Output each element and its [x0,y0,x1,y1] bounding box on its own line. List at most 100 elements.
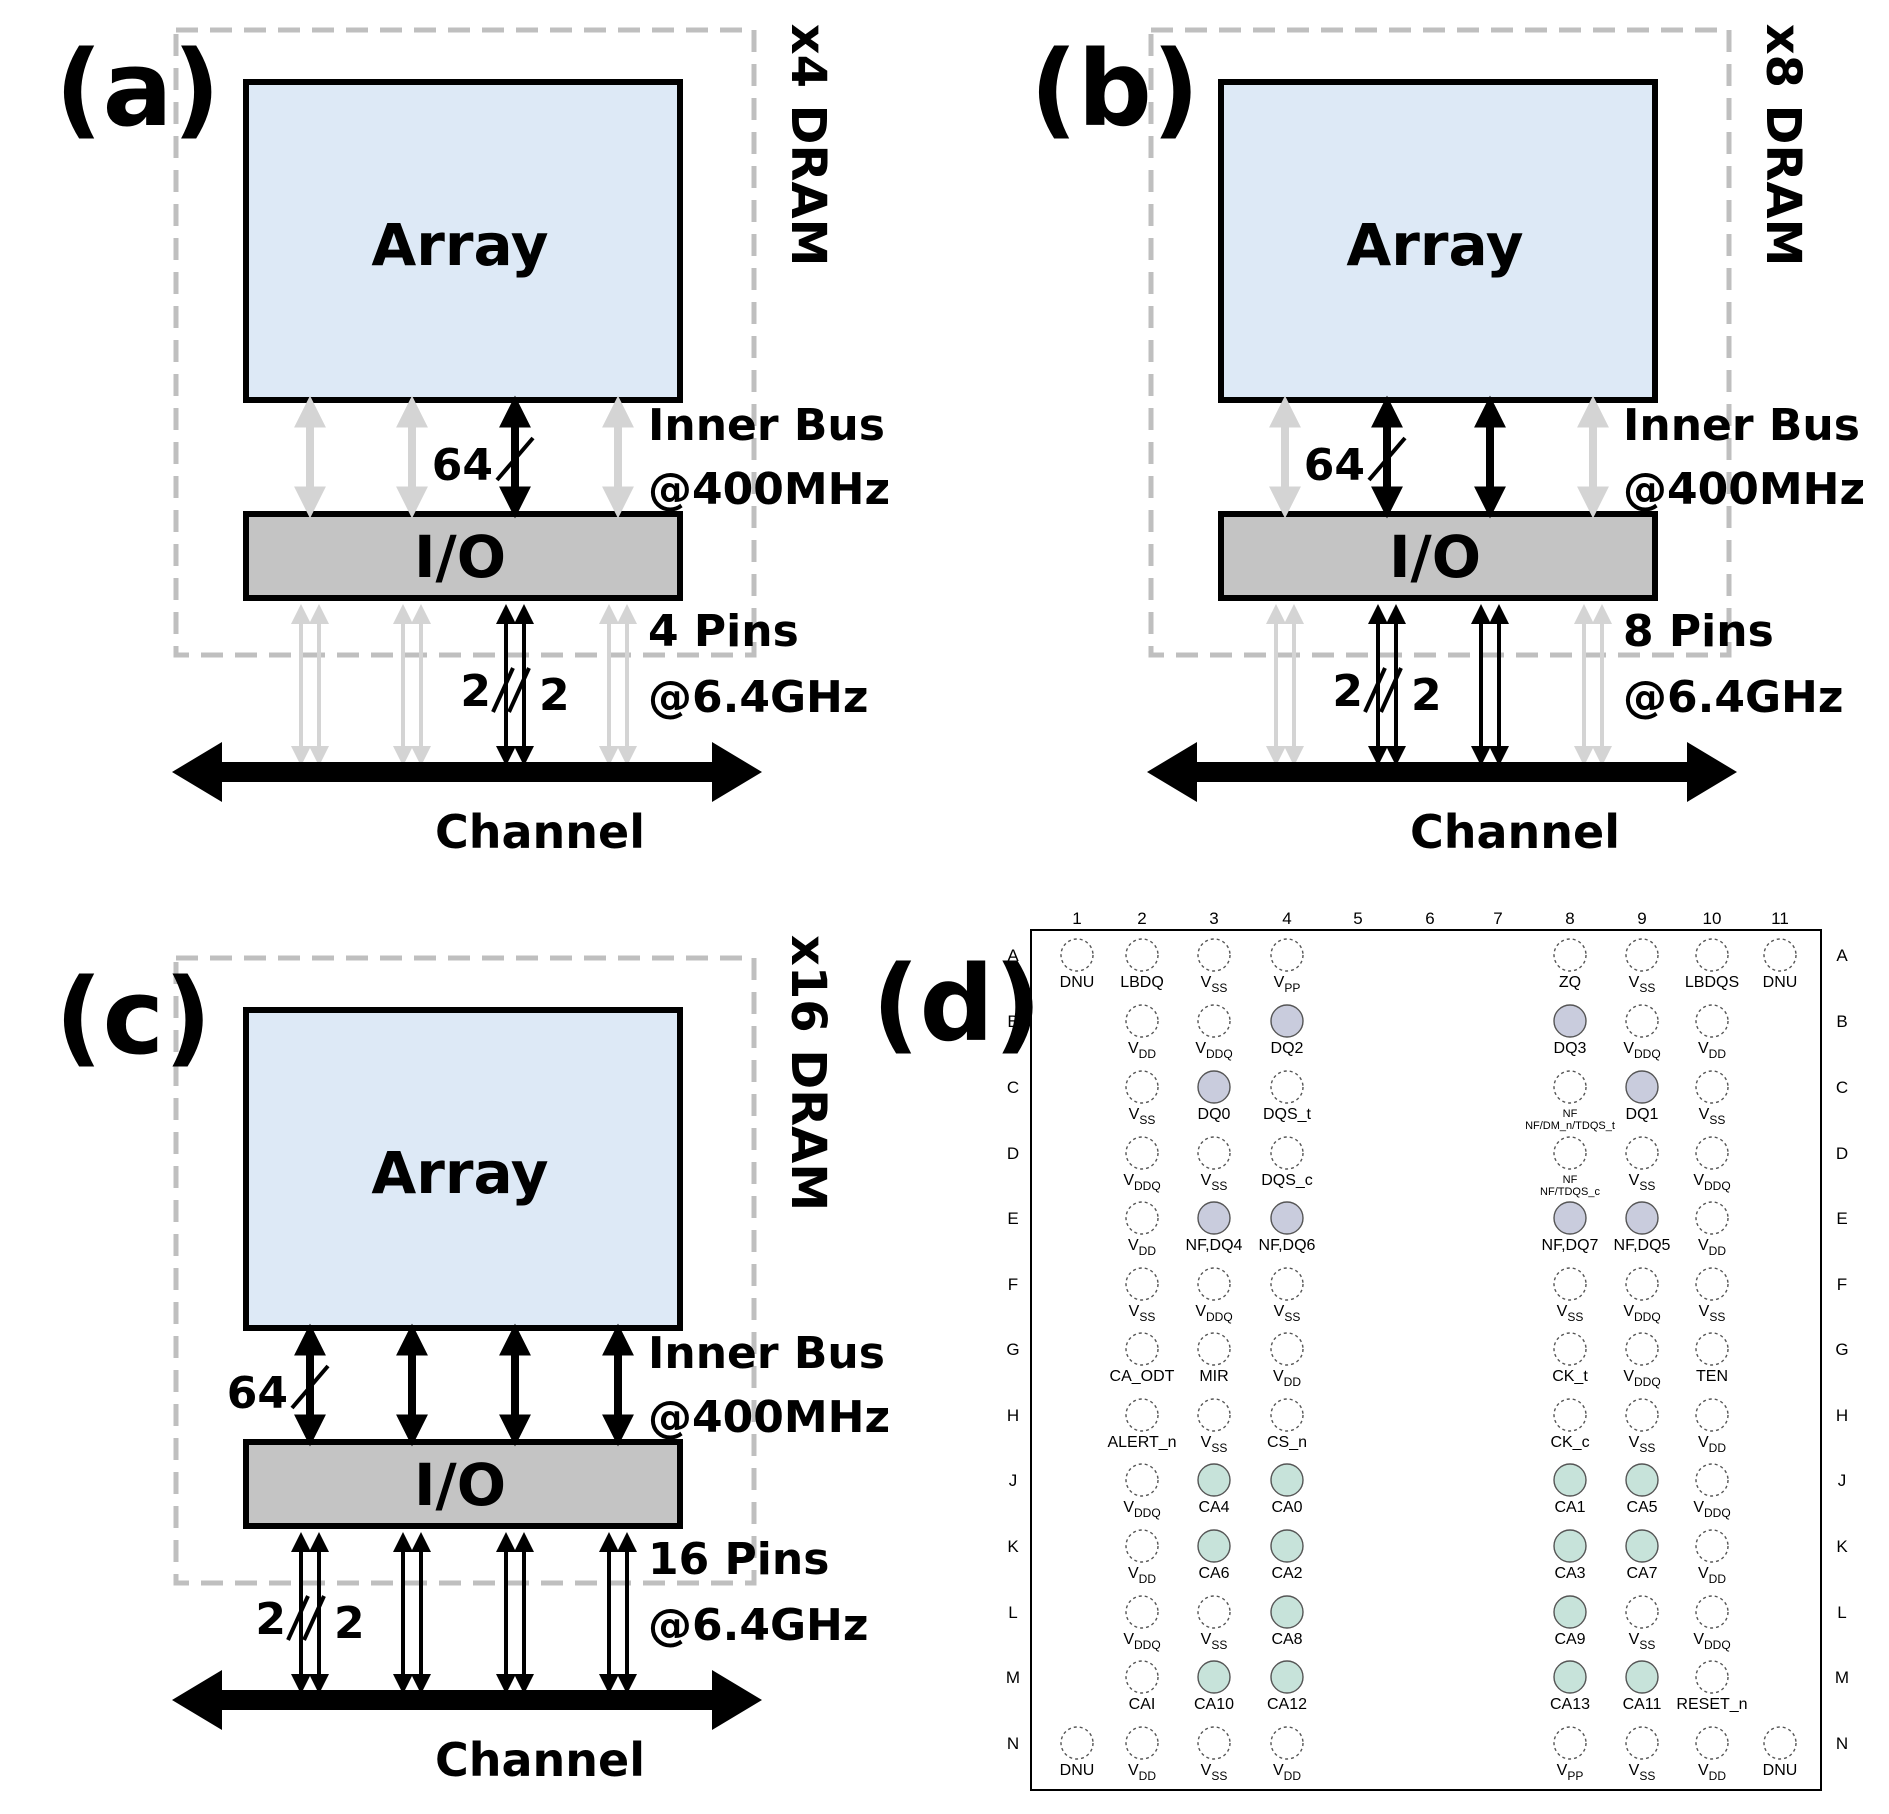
ball-label-sub: SS [1211,1179,1227,1193]
ball-label: VDDQ [1123,1499,1160,1520]
memory-array [243,1007,683,1331]
row-header-left: H [1007,1406,1019,1425]
row-header-right: C [1836,1078,1848,1097]
bus-width-slash [290,1364,330,1410]
ball [1197,1660,1231,1694]
ball-label: NF,DQ7 [1542,1237,1599,1254]
ball [1695,1136,1729,1170]
row-header-right: B [1836,1012,1847,1031]
ball [1553,1136,1587,1170]
ball-label: CA_ODT [1110,1368,1175,1385]
ball [1625,1726,1659,1760]
ball [1060,938,1094,972]
ball [1270,1267,1304,1301]
panel-label: (c) [55,956,212,1078]
ball-label: CA5 [1626,1499,1657,1516]
ball-label-main: V [1201,1434,1212,1451]
ball-label-main: V [1129,1106,1140,1123]
column-header: 5 [1353,909,1362,928]
ball-label: DQ0 [1198,1106,1231,1123]
column-header: 7 [1493,909,1502,928]
ball-label: DNU [1763,1762,1798,1779]
row-header-left: E [1007,1209,1018,1228]
bus-width-slash [1367,436,1407,482]
ball [1695,1267,1729,1301]
ball [1197,938,1231,972]
pin-count-label: 4 Pins [648,606,799,657]
ball [1695,1201,1729,1235]
ball-label-main: V [1629,1631,1640,1648]
ball-label: CA7 [1626,1565,1657,1582]
ball-label-sub: SS [1211,981,1227,995]
channel-label: Channel [1410,805,1620,859]
ball-label-sub: DDQ [1134,1506,1161,1520]
ball-label-main: V [1201,1762,1212,1779]
ball-label: DQ3 [1554,1040,1587,1057]
column-header: 2 [1137,909,1146,928]
ball [1197,1136,1231,1170]
ball [1625,1463,1659,1497]
panel-label: (d) [872,943,1042,1065]
ball-label: DNU [1763,974,1798,991]
ball [1197,1004,1231,1038]
ball-label: VDDQ [1123,1172,1160,1193]
ball-label-main: V [1693,1499,1704,1516]
ball-label: VSS [1201,974,1228,995]
ball [1695,1595,1729,1629]
bus-width-slash [495,436,535,482]
array-label: Array [371,211,548,279]
ball [1125,1398,1159,1432]
row-header-left: C [1007,1078,1019,1097]
ball-label-main: V [1629,974,1640,991]
ball-label-main: V [1629,1434,1640,1451]
ball-label: VDD [1128,1762,1156,1783]
ball-label: TEN [1696,1368,1728,1385]
pin-count-label: 16 Pins [648,1534,829,1585]
ball-label: NF,DQ5 [1614,1237,1671,1254]
ball [1763,938,1797,972]
ball-label-sub: DD [1709,1047,1727,1061]
ball [1625,1332,1659,1366]
ball-label: CA0 [1271,1499,1302,1516]
io-label: I/O [414,1451,506,1519]
ball [1125,938,1159,972]
row-header-left: D [1007,1144,1019,1163]
dram-boundary [173,27,757,658]
io-label: I/O [414,523,506,591]
inner-bus-freq: @400MHz [1623,464,1865,515]
ball-label: ZQ [1559,974,1581,991]
ball [1270,1332,1304,1366]
ball-label-main: V [1195,1040,1206,1057]
ball-label: VDD [1698,1040,1726,1061]
ball-label: VDDQ [1195,1303,1232,1324]
ball-label: CA13 [1550,1696,1590,1713]
inner-bus-label: Inner Bus [648,400,885,451]
ball-label-sub: DDQ [1134,1638,1161,1652]
ball-label-sub: SS [1639,1638,1655,1652]
ball-label-main: V [1698,1565,1709,1582]
ball [1270,1529,1304,1563]
column-header: 9 [1637,909,1646,928]
ball-label-sub: DD [1709,1244,1727,1258]
ball-label: VDDQ [1623,1368,1660,1389]
ball-label-sub: SS [1139,1310,1155,1324]
ball [1695,1726,1729,1760]
ball [1553,1463,1587,1497]
row-header-left: G [1006,1340,1019,1359]
ball [1695,1529,1729,1563]
ball [1270,938,1304,972]
ball-label: VDD [1128,1040,1156,1061]
ball-label-main: V [1274,1303,1285,1320]
ball-label: VSS [1629,974,1656,995]
array-label: Array [371,1139,548,1207]
pin-split-slash [1363,667,1387,713]
ball-label: VDDQ [1195,1040,1232,1061]
ball-label-sub: SS [1211,1769,1227,1783]
ball-label-main: V [1123,1172,1134,1189]
ball-label-main: V [1128,1565,1139,1582]
ball [1625,1660,1659,1694]
ball [1625,1398,1659,1432]
ball-label-sub: SS [1639,1769,1655,1783]
row-header-left: N [1007,1734,1019,1753]
ball-label: VSS [1629,1434,1656,1455]
